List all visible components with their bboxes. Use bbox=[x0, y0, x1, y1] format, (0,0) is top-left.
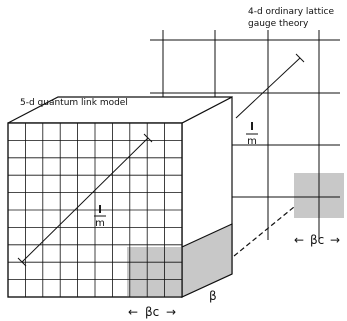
lattice-4d-length-line bbox=[235, 57, 301, 119]
cube-front-shaded bbox=[127, 247, 182, 297]
cube-length-endcap-top bbox=[143, 133, 153, 143]
cube-length-endcap-bottom bbox=[17, 257, 27, 267]
lattice-4d-title-line2: gauge theory bbox=[248, 19, 309, 29]
cube-front-grid bbox=[8, 123, 182, 297]
cube-ratio: l m bbox=[94, 203, 106, 229]
lattice-4d-beta-c-arrow-left: ← bbox=[294, 233, 304, 247]
dimensional-reduction-connector bbox=[233, 206, 295, 257]
lattice-4d-title-line1: 4-d ordinary lattice bbox=[248, 7, 334, 17]
lattice-4d-beta-c: ← βc → bbox=[294, 233, 340, 247]
lattice-4d-beta-c-arrow-right: → bbox=[330, 233, 340, 247]
lattice-4d-length-endcap bbox=[295, 53, 305, 63]
cube-beta-c-arrow-right: → bbox=[166, 305, 176, 319]
cube-beta-c: ← βc → bbox=[128, 305, 176, 319]
cube-length-line bbox=[21, 137, 149, 263]
cube-beta-c-label: βc bbox=[145, 305, 159, 319]
cube-ratio-numerator: l bbox=[98, 203, 102, 216]
cube-beta-c-arrow-left: ← bbox=[128, 305, 138, 319]
lattice-4d-ratio: l m bbox=[246, 120, 258, 147]
quantum-link-5d-title: 5-d quantum link model bbox=[20, 98, 128, 108]
lattice-4d-ratio-numerator: l bbox=[250, 120, 254, 133]
cube-ratio-denominator: m bbox=[95, 218, 105, 229]
beta-label: β bbox=[209, 289, 217, 303]
lattice-4d-beta-c-label: βc bbox=[310, 233, 324, 247]
cube-front-outline bbox=[7, 122, 183, 298]
lattice-4d-ratio-denominator: m bbox=[247, 136, 257, 147]
